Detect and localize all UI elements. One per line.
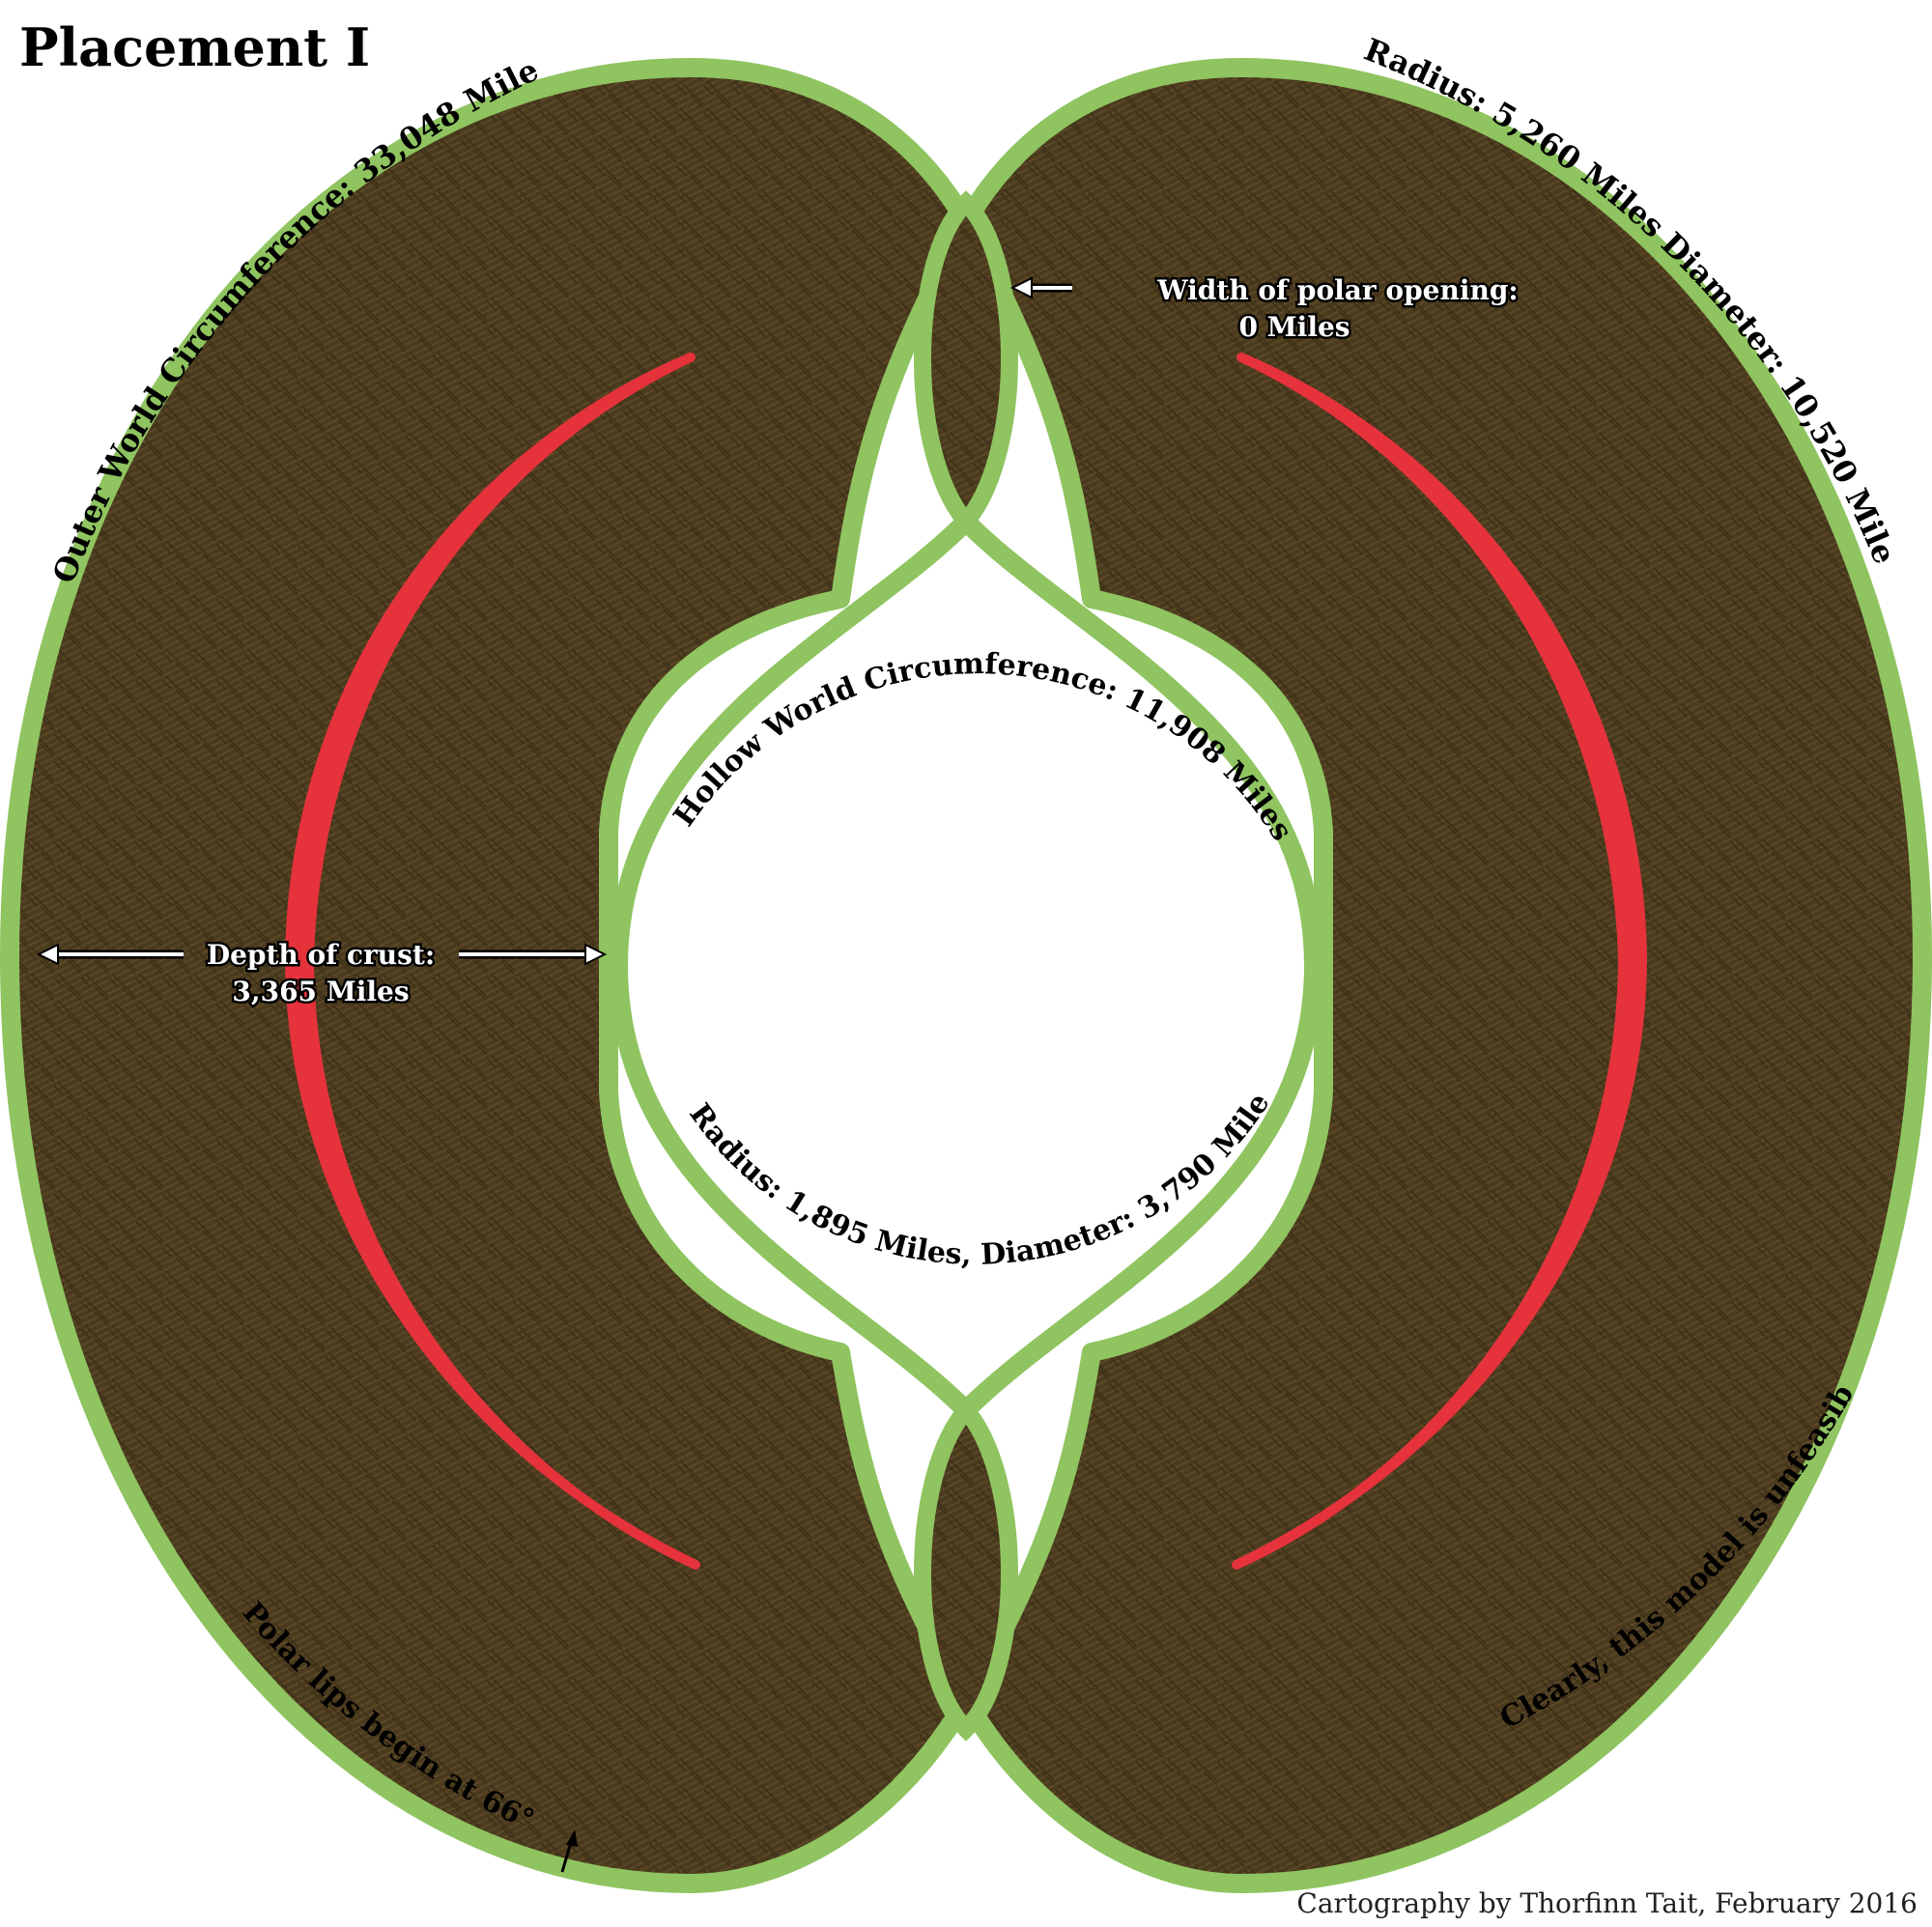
south-polar-lens	[914, 1397, 1018, 1742]
crust-depth-label-line2: 3,365 Miles	[232, 976, 409, 1007]
cartography-credit: Cartography by Thorfinn Tait, February 2…	[1296, 1887, 1918, 1919]
left-lava-streak	[285, 353, 700, 1570]
polar-opening-label-line1: Width of polar opening:	[1156, 274, 1519, 306]
polar-opening-arrow	[1009, 276, 1072, 299]
right-crust-lobe	[956, 58, 1932, 1893]
page-title: Placement I	[19, 16, 370, 78]
right-lava-streak	[1232, 353, 1647, 1570]
crust-depth-label-line1: Depth of crust:	[207, 939, 435, 971]
north-polar-lens	[914, 190, 1018, 535]
left-crust-lobe	[0, 58, 976, 1893]
polar-opening-label-line2: 0 Miles	[1238, 311, 1350, 343]
polar-lips-pointer	[560, 1829, 578, 1873]
crust-depth-arrow	[36, 943, 608, 966]
